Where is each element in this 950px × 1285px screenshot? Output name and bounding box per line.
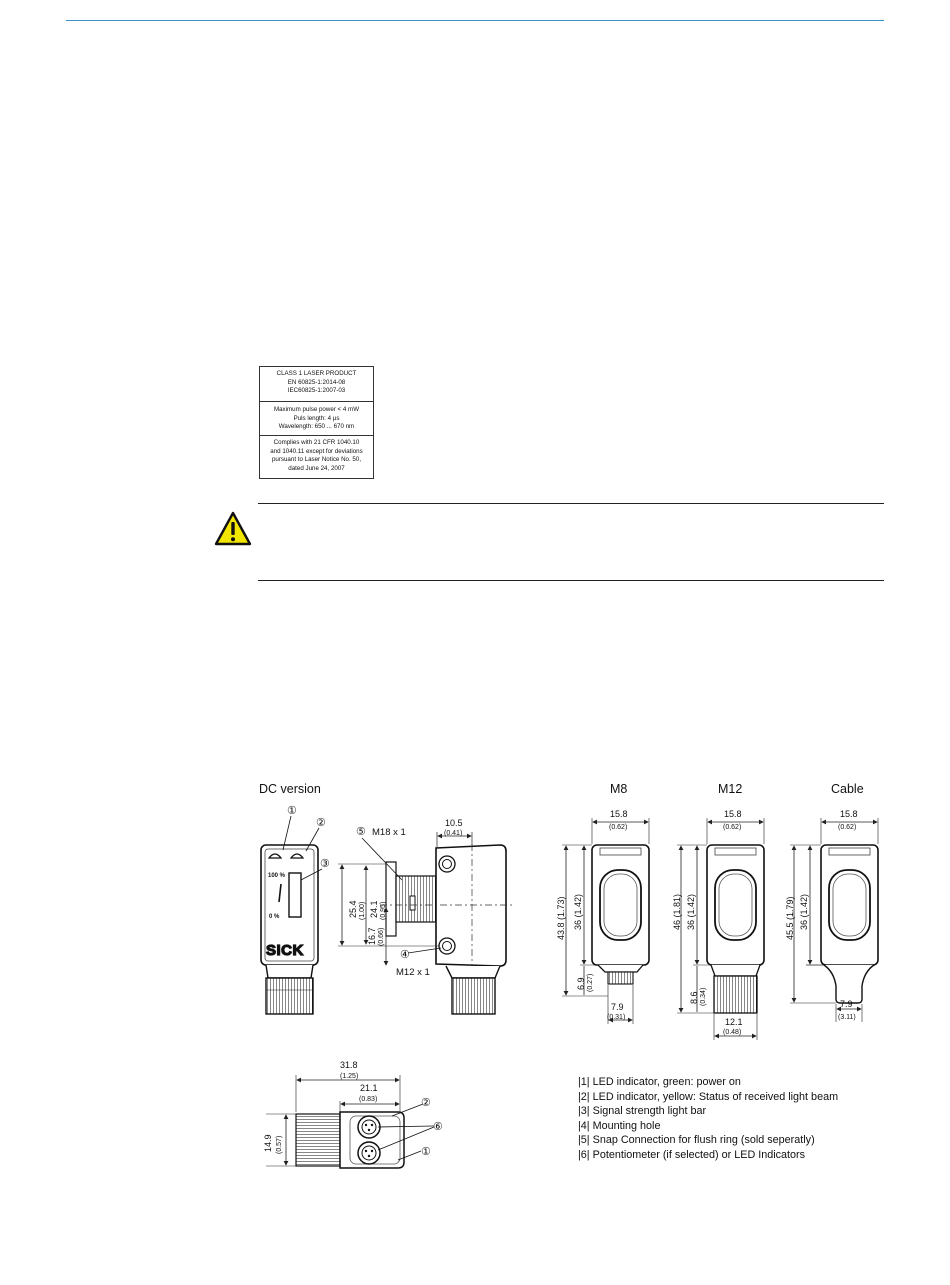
figure-legend: |1| LED indicator, green: power on |2| L… xyxy=(578,1075,838,1163)
label-line: Wavelength: 650 ... 670 nm xyxy=(278,423,355,430)
callout-1-back: ① xyxy=(421,1146,431,1158)
label-line: and 1040.11 except for deviations xyxy=(270,447,363,455)
label-line: EN 60825-1:2014-08 xyxy=(287,378,346,386)
dc-front-view: 100 % 0 % SICK ① ② ③ xyxy=(260,805,330,1015)
warning-triangle-icon xyxy=(214,511,252,551)
cable-h-total: 45.5 (1.79) xyxy=(785,896,795,940)
dim-h3: 16.7 xyxy=(367,927,377,945)
legend-item: |6| Potentiometer (if selected) or LED I… xyxy=(578,1148,806,1161)
cable-front-view: 15.8 (0.62) 45.5 (1.79) 36 (1.42) 7.9 (3… xyxy=(785,809,879,1022)
laser-warning-label: CLASS 1 LASER PRODUCT EN 60825-1:2014-08… xyxy=(259,366,374,479)
m8-h-total: 43.8 (1.73) xyxy=(556,896,566,940)
m8-h-body: 36 (1.42) xyxy=(573,894,583,930)
dim-h1: 25.4 xyxy=(348,900,358,918)
m12-bottom: 12.1 xyxy=(725,1017,743,1027)
label-section-specs: Maximum pulse power < 4 mW Puls length: … xyxy=(260,402,373,436)
label-line: pursuant to Laser Notice No. 50, xyxy=(271,456,362,463)
dim-h1-in: (1.00) xyxy=(359,902,366,920)
callout-3: ③ xyxy=(320,858,330,870)
m12-h-total: 46 (1.81) xyxy=(672,894,682,930)
m12-h-body: 36 (1.42) xyxy=(686,894,696,930)
m12-width-in: (0.62) xyxy=(723,824,741,831)
dim-h3-in: (0.66) xyxy=(378,928,385,946)
dim-h2-in: (0.95) xyxy=(380,902,387,920)
label-line: CLASS 1 LASER PRODUCT xyxy=(276,370,357,377)
label-line: IEC60825-1:2007-03 xyxy=(287,387,346,394)
legend-item: |5| Snap Connection for flush ring (sold… xyxy=(578,1134,815,1147)
back-height: 14.9 xyxy=(263,1134,273,1152)
m12-bottom-in: (0.48) xyxy=(723,1029,741,1036)
back-inner-in: (0.83) xyxy=(359,1096,377,1103)
warning-bottom-rule xyxy=(258,580,884,581)
callout-2: ② xyxy=(316,817,326,829)
dim-depth-in: (0.41) xyxy=(444,830,462,837)
caption-cable: Cable xyxy=(831,782,864,796)
warning-top-rule xyxy=(258,503,884,504)
cable-bottom-in: (3.11) xyxy=(838,1014,856,1021)
label-section-compliance: Complies with 21 CFR 1040.10 and 1040.11… xyxy=(260,436,373,475)
cable-bottom: 7.9 xyxy=(840,999,853,1009)
caption-m8: M8 xyxy=(610,782,628,796)
m8-conn-in: (0.27) xyxy=(587,974,594,992)
sick-logo: SICK xyxy=(266,942,304,959)
m8-bottom: 7.9 xyxy=(611,1002,624,1012)
back-length-in: (1.25) xyxy=(340,1073,358,1080)
label-line: Complies with 21 CFR 1040.10 xyxy=(273,439,360,446)
label-line: dated June 24, 2007 xyxy=(288,464,345,472)
m12-conn-in: (0.34) xyxy=(700,988,707,1006)
dim-h2-label: 24.1 xyxy=(369,900,379,918)
caption-m12: M12 xyxy=(718,782,743,796)
legend-item: |1| LED indicator, green: power on xyxy=(578,1076,741,1088)
m8-width-in: (0.62) xyxy=(609,824,627,831)
callout-2-back: ② xyxy=(421,1097,431,1109)
dc-back-view: 31.8 (1.25) 21.1 (0.83) 14.9 (0.57) ② ⑥ … xyxy=(263,1060,443,1169)
pct-bottom-label: 0 % xyxy=(269,914,280,920)
caption-dc-version: DC version xyxy=(259,782,321,796)
legend-item: |3| Signal strength light bar xyxy=(578,1105,707,1118)
cable-width-in: (0.62) xyxy=(838,824,856,831)
m12-conn: 8.6 xyxy=(689,991,699,1004)
label-section-class: CLASS 1 LASER PRODUCT EN 60825-1:2014-08… xyxy=(260,367,373,402)
m12-width: 15.8 xyxy=(724,809,742,819)
thread-m12: M12 x 1 xyxy=(396,967,430,978)
dc-side-view: 10.5 (0.41) 25.4 (1.00) 24.1 24.1 (0.95)… xyxy=(338,818,512,1015)
legend-item: |4| Mounting hole xyxy=(578,1119,661,1132)
thread-m18: M18 x 1 xyxy=(372,827,406,838)
m12-front-view: 15.8 (0.62) 46 (1.81) 36 (1.42) 8.6 (0.3… xyxy=(672,809,765,1040)
cable-h-body: 36 (1.42) xyxy=(799,894,809,930)
back-length: 31.8 xyxy=(340,1060,358,1070)
m8-front-view: 15.8 (0.62) 43.8 (1.73) 36 (1.42) 6.9 (0… xyxy=(556,809,650,1024)
m8-conn: 6.9 xyxy=(576,977,586,990)
callout-1: ① xyxy=(287,805,297,817)
cable-width: 15.8 xyxy=(840,809,858,819)
back-height-in: (0.57) xyxy=(276,1136,283,1154)
dim-depth: 10.5 xyxy=(445,818,463,828)
label-line: Puls length: 4 µs xyxy=(293,414,340,422)
back-inner: 21.1 xyxy=(360,1083,378,1093)
legend-item: |2| LED indicator, yellow: Status of rec… xyxy=(578,1090,839,1103)
callout-6: ⑥ xyxy=(433,1121,443,1133)
callout-5: ⑤ xyxy=(356,826,366,838)
callout-4: ④ xyxy=(400,949,410,961)
m8-bottom-in: (0.31) xyxy=(607,1014,625,1021)
header-rule xyxy=(66,20,884,21)
m8-width: 15.8 xyxy=(610,809,628,819)
label-line: Maximum pulse power < 4 mW xyxy=(273,406,360,413)
pct-top-label: 100 % xyxy=(268,873,286,879)
